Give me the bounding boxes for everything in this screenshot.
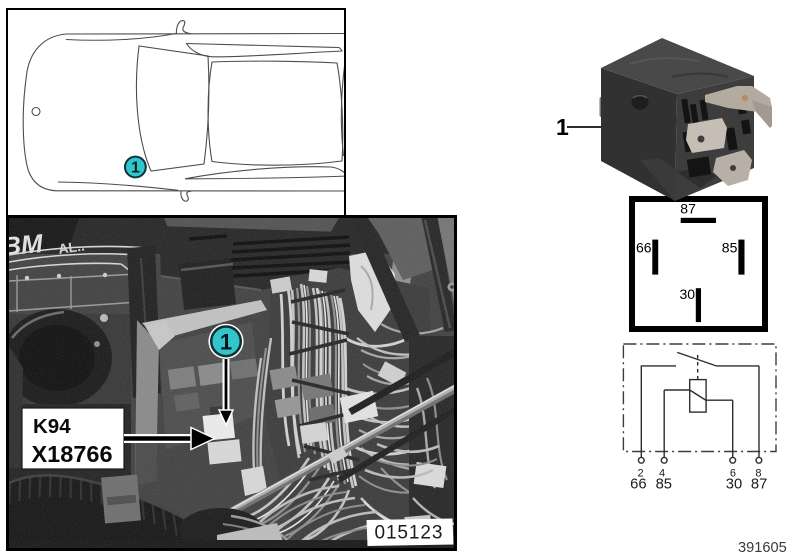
svg-text:6: 6 — [730, 468, 736, 480]
svg-text:66: 66 — [636, 239, 652, 255]
svg-text:87: 87 — [680, 202, 696, 217]
svg-text:K94: K94 — [33, 415, 71, 438]
svg-text:X18766: X18766 — [32, 441, 113, 467]
svg-text:4: 4 — [659, 468, 665, 480]
svg-text:85: 85 — [656, 477, 672, 493]
svg-text:30: 30 — [726, 477, 742, 493]
svg-text:1: 1 — [220, 329, 232, 354]
svg-text:30: 30 — [680, 286, 696, 302]
svg-text:66: 66 — [630, 477, 646, 493]
svg-text:015123: 015123 — [375, 523, 444, 544]
svg-text:1: 1 — [131, 160, 140, 177]
svg-text:2: 2 — [638, 468, 644, 480]
svg-text:87: 87 — [751, 477, 767, 493]
svg-text:8: 8 — [755, 468, 761, 480]
svg-text:85: 85 — [722, 239, 738, 255]
